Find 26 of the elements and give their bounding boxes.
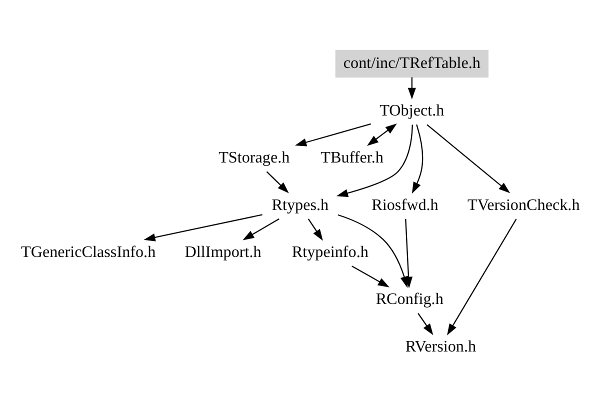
node-text: TObject.h	[380, 102, 444, 120]
arrow	[294, 123, 372, 146]
arrow	[418, 313, 434, 336]
arrow	[426, 124, 510, 194]
arrow	[144, 214, 262, 242]
arrow	[266, 171, 289, 194]
node-text: Rtypes.h	[272, 196, 329, 214]
node-text: RVersion.h	[405, 338, 476, 356]
node-text: Rtypeinfo.h	[292, 244, 368, 261]
node-text: RConfig.h	[376, 291, 444, 308]
node-text: Riosfwd.h	[372, 196, 438, 214]
arrow	[352, 266, 390, 288]
node-box: cont/inc/TRefTable.h	[335, 50, 488, 78]
arrow	[338, 214, 408, 288]
arrow	[447, 218, 517, 336]
arrow	[412, 124, 424, 194]
node-text: TVersionCheck.h	[467, 196, 580, 214]
arrow	[308, 218, 323, 241]
arrow	[242, 218, 280, 240]
arrow	[366, 123, 397, 146]
node-text: TStorage.h	[218, 150, 290, 167]
arrow	[336, 124, 413, 198]
node-text: DllImport.h	[184, 244, 262, 261]
node-text: TGenericClassInfo.h	[20, 244, 156, 261]
node-text: TBuffer.h	[320, 150, 384, 167]
arrow	[408, 77, 416, 100]
